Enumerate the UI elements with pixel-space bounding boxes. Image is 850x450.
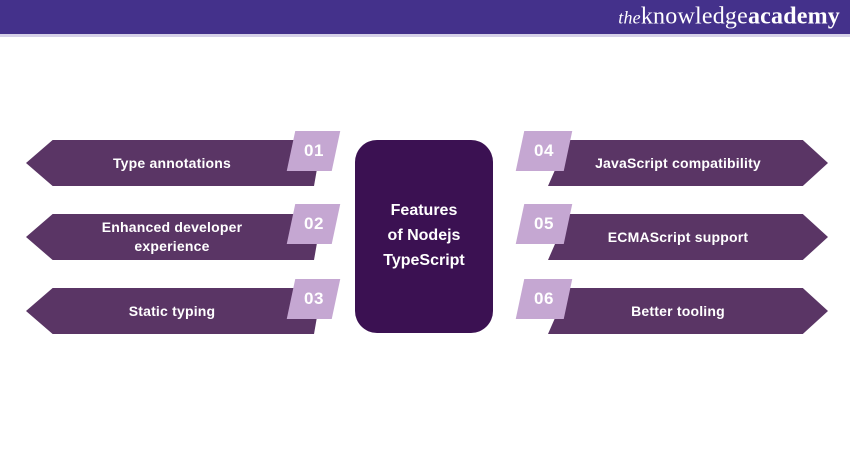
center-title-line-2: of Nodejs [387, 227, 461, 245]
header-banner: theknowledgeacademy [0, 0, 850, 37]
feature-number-badge-4: 04 [515, 131, 573, 171]
feature-label-5: ECMAScript support [607, 228, 749, 245]
feature-arrow-6: Better tooling [548, 288, 828, 334]
feature-arrow-4: JavaScript compatibility [548, 140, 828, 186]
logo-academy: academy [747, 3, 840, 30]
center-title-line-1: Features [390, 202, 458, 220]
feature-arrow-3: Static typing [26, 288, 322, 334]
center-title-card: Features of Nodejs TypeScript [355, 140, 493, 333]
feature-number-5: 05 [534, 214, 554, 233]
feature-number-badge-6: 06 [515, 279, 573, 319]
feature-label-1: Type annotations [112, 154, 232, 171]
feature-number-badge-5: 05 [515, 204, 573, 244]
feature-number-1: 01 [303, 141, 324, 160]
feature-label-3: Static typing [128, 302, 216, 319]
feature-number-badge-2: 02 [286, 204, 341, 244]
feature-arrow-2: Enhanced developer experience [26, 214, 322, 260]
feature-label-4: JavaScript compatibility [595, 154, 761, 171]
feature-arrow-1: Type annotations [26, 140, 322, 186]
feature-number-3: 03 [303, 289, 324, 308]
center-title-line-3: TypeScript [383, 251, 465, 269]
logo-knowledge: knowledge [640, 3, 748, 30]
feature-number-badge-1: 01 [286, 131, 341, 171]
feature-number-badge-3: 03 [286, 279, 341, 319]
feature-number-2: 02 [303, 214, 324, 233]
brand-logo: theknowledgeacademy [618, 4, 840, 31]
logo-the: the [618, 7, 641, 28]
feature-arrow-5: ECMAScript support [548, 214, 828, 260]
feature-label-6: Better tooling [631, 302, 725, 319]
feature-number-6: 06 [534, 289, 554, 308]
feature-number-4: 04 [534, 141, 554, 160]
feature-label-2: Enhanced developer experience [101, 219, 243, 254]
